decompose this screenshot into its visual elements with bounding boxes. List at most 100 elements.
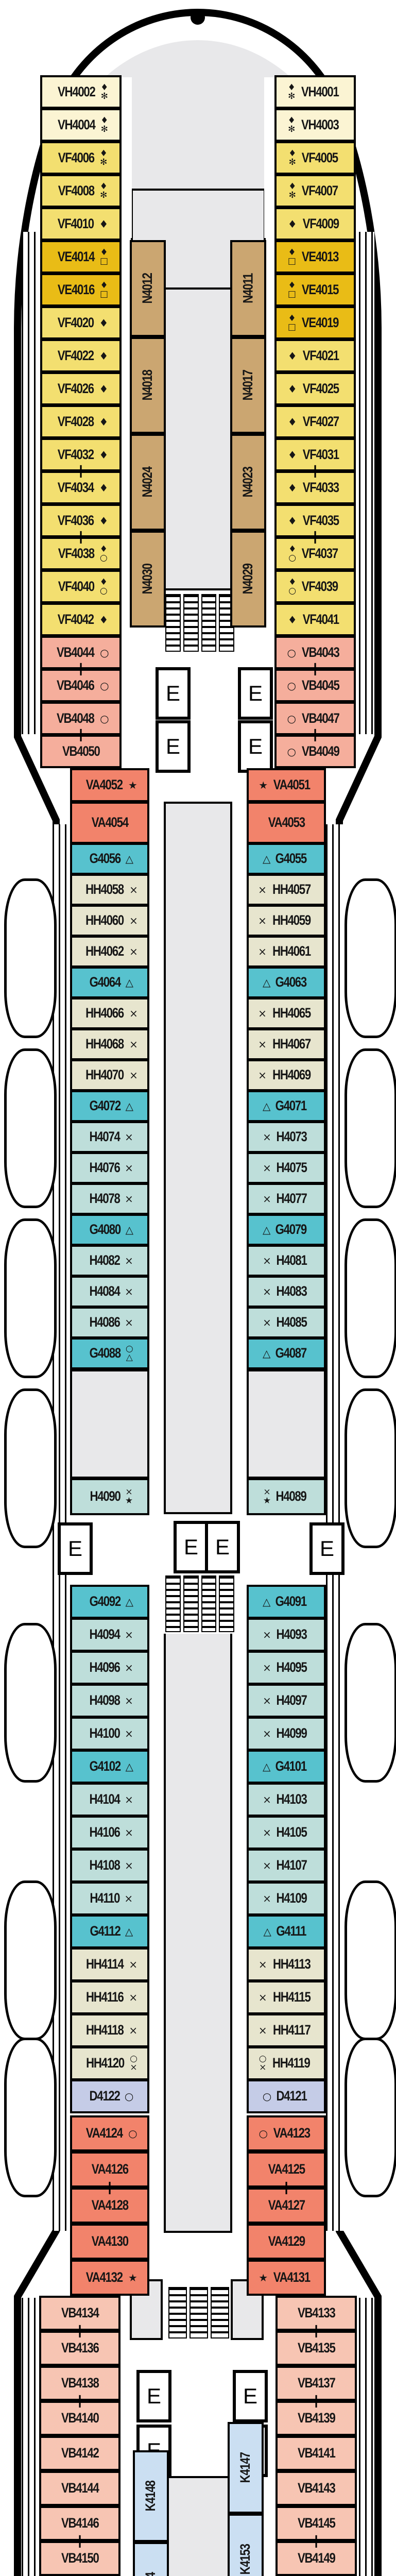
cabin-label: H4094 — [89, 1626, 120, 1642]
cabin-label: HH4114 — [85, 1956, 124, 1972]
cabin-label: N4024 — [140, 467, 156, 498]
cabin-label: VF4006 — [58, 149, 95, 165]
connecting-rooms-symbol: + — [73, 723, 89, 746]
cabin-label: VA4127 — [268, 2197, 305, 2213]
cabin-VF4025: ♦VF4025 — [277, 374, 354, 403]
cabin-H4103: ×H4103 — [249, 1785, 324, 1815]
connecting-rooms-symbol: + — [308, 2530, 324, 2552]
cabin-label: G4102 — [89, 1758, 122, 1774]
cabin-symbols: × — [263, 1162, 271, 1174]
stair-flight — [201, 1575, 217, 1632]
cabin-D4122: D4122○ — [72, 2081, 147, 2111]
cabin-label: H4108 — [89, 1857, 120, 1873]
cabin-label: VF4037 — [302, 545, 338, 561]
cabin-G4101: △ G4101 — [249, 1752, 324, 1782]
cabin-symbols: ○ — [128, 2127, 137, 2140]
cabin-symbols: ♦ — [287, 415, 297, 428]
cabin-label: VB4047 — [301, 710, 340, 726]
cabin-symbols: ♦ — [287, 514, 297, 527]
deck-gray-area — [166, 1632, 230, 2231]
cabin-label: HH4068 — [85, 1036, 124, 1052]
cabin-label: H4098 — [89, 1692, 120, 1708]
connecting-rooms-symbol: + — [278, 2176, 295, 2199]
cabin-VB4144: VB4144 — [41, 2473, 118, 2504]
cabin-symbols: ○ — [262, 2090, 272, 2103]
cabin-VB4049: ○VB4049 — [277, 737, 354, 766]
cabin-symbols: × — [129, 914, 138, 927]
cabin-HH4068: HH4068 × — [72, 1030, 147, 1058]
cabin-VA4132: VA4132★ — [72, 2262, 147, 2294]
cabin-HH4066: HH4066× — [72, 999, 147, 1027]
cabin-VF4033: ♦VF4033 — [277, 473, 354, 502]
cabin-label: G4055 — [276, 851, 307, 867]
cabin-VA4123: ○VA4123 — [249, 2117, 324, 2149]
cabin-symbols: × — [263, 1131, 271, 1143]
cabin-label: H4086 — [89, 1314, 120, 1330]
lifeboat — [345, 2038, 396, 2197]
cabin-G4063: △G4063 — [249, 969, 324, 996]
cabin-symbols: × — [258, 1958, 267, 1971]
cabin-label: N4018 — [140, 370, 156, 401]
cabin-label: N4030 — [140, 564, 156, 595]
stair-flight — [165, 594, 181, 652]
cabin-symbols: ♦□ — [287, 247, 296, 266]
stair-flight — [165, 1575, 181, 1632]
cabin-N4024: N4024 — [132, 436, 164, 529]
cabin-label: H4089 — [276, 1488, 307, 1504]
lifeboat — [345, 1880, 396, 2040]
connecting-rooms-symbol: + — [73, 460, 89, 482]
deck-gray-area — [169, 2478, 228, 2576]
cabin-label: VF4041 — [302, 611, 339, 627]
cabin-symbols: △ — [263, 1760, 271, 1773]
promenade-railing — [353, 2298, 374, 2576]
connecting-rooms-symbol: + — [308, 2319, 324, 2342]
cabin-VF4020: VF4020♦ — [42, 308, 119, 337]
cabin-VE4013: ♦□ VE4013 — [277, 242, 354, 272]
promenade-railing — [22, 2298, 43, 2576]
cabin-VF4022: VF4022♦ — [42, 341, 119, 370]
deck-gray-area — [166, 290, 230, 588]
connecting-rooms-symbol: + — [308, 2389, 324, 2412]
cabin-label: VB4133 — [297, 2305, 336, 2321]
cabin-label: VF4036 — [57, 512, 94, 528]
corridor — [264, 77, 276, 238]
cabin-D4121: ○D4121 — [249, 2081, 324, 2111]
cabin-symbols: △ — [125, 1596, 133, 1608]
cabin-symbols: × — [129, 1038, 138, 1050]
cabin-HH4057: ×HH4057 — [249, 876, 324, 904]
cabin-symbols: ○ — [287, 646, 296, 659]
cabin-VA4129: VA4129 — [249, 2226, 324, 2258]
cabin-label: VB4050 — [62, 743, 100, 759]
cabin-label: VB4046 — [57, 677, 95, 693]
cabin-label: H4096 — [89, 1659, 120, 1675]
cabin-label: VA4128 — [91, 2197, 128, 2213]
cabin-HH4118: HH4118× — [72, 2015, 147, 2045]
cabin-symbols: ○ — [287, 712, 296, 725]
stair-flight — [168, 2287, 187, 2338]
cabin-label: H4081 — [276, 1252, 307, 1268]
cabin-symbols: ♦□ — [100, 280, 109, 299]
staircase — [164, 592, 236, 653]
cabin-label: H4082 — [89, 1252, 120, 1268]
cabin-label: VA4053 — [268, 815, 305, 831]
cabin-H4108: H4108× — [72, 1851, 147, 1880]
cabin-symbols: ×★ — [125, 1487, 133, 1506]
cabin-HH4067: ×HH4067 — [249, 1030, 324, 1058]
cabin-N4030: N4030 — [132, 533, 164, 625]
cabin-symbols: × — [263, 1892, 271, 1905]
cabin-G4080: G4080△ — [72, 1216, 147, 1244]
promenade-railing — [22, 232, 43, 734]
cabin-label: VE4013 — [301, 248, 339, 264]
cabin-symbols: × — [258, 1038, 267, 1050]
connecting-rooms-symbol: + — [72, 2389, 88, 2412]
connecting-rooms-symbol: + — [307, 723, 323, 746]
cabin-VA4131: ★VA4131 — [249, 2262, 324, 2294]
cabin-VA4054: VA4054 — [72, 804, 147, 842]
cabin-symbols: × — [125, 1193, 133, 1205]
cabin-symbols: × — [263, 1193, 271, 1205]
cabin-label: G4101 — [276, 1758, 307, 1774]
cabin-H4110: H4110× — [72, 1884, 147, 1913]
cabin-H4078: H4078× — [72, 1185, 147, 1213]
cabin-label: H4107 — [276, 1857, 307, 1873]
cabin-VF4037: ♦○VF4037 — [277, 539, 354, 568]
